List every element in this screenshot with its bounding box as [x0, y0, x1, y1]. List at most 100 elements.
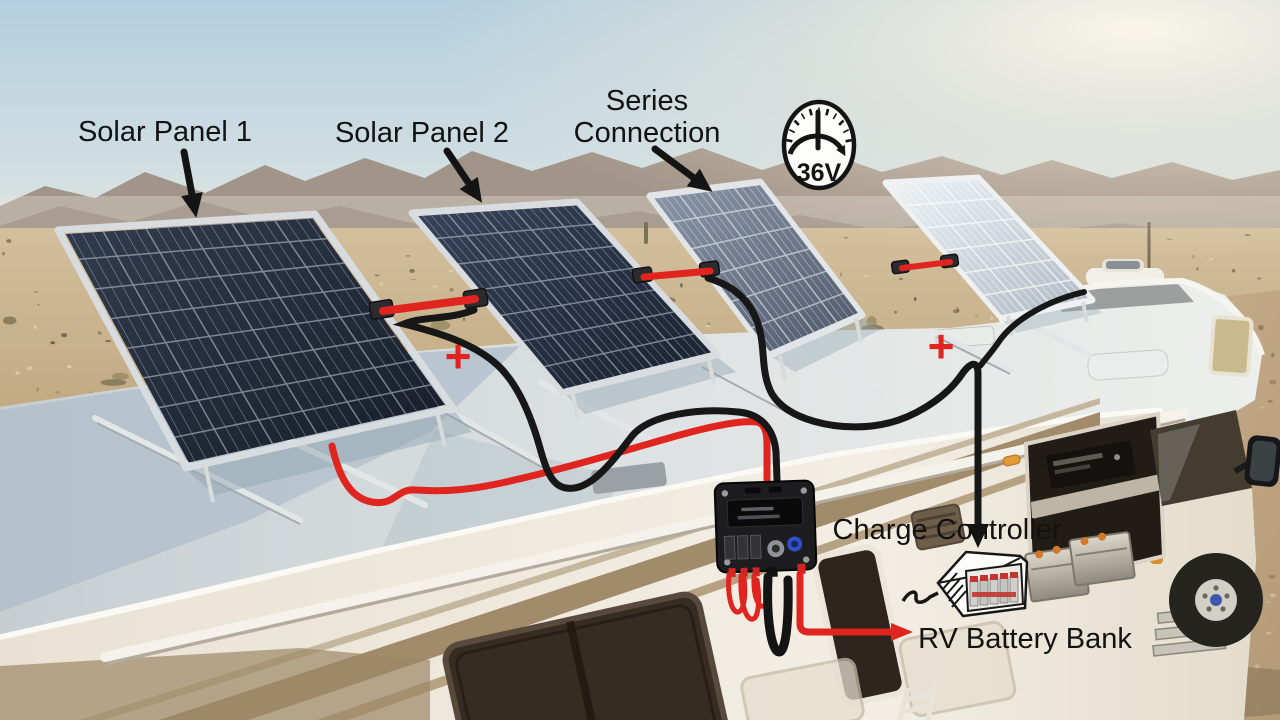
gauge-reading: 36V [797, 159, 842, 187]
label-charge-controller: Charge Controller [833, 514, 1062, 546]
windshield-reflection [1158, 424, 1200, 502]
panel-frame [408, 198, 721, 397]
label-solar-panel-1: Solar Panel 1 [78, 116, 252, 148]
panel-grid [68, 218, 443, 463]
panel-grid-line [428, 211, 579, 389]
roof-ac-shroud [1087, 349, 1169, 381]
panel-cells [654, 185, 858, 352]
panel-grid-line [420, 212, 571, 389]
gravel-speckle [1254, 664, 1260, 670]
voltage-gauge-icon: 36V [781, 99, 857, 191]
side-mirror [1233, 435, 1280, 487]
panel-grid-line [963, 258, 1055, 274]
panel-grid-line [749, 292, 846, 330]
gauge-tick [793, 119, 800, 126]
front-cap-stripe [0, 648, 430, 720]
panel-grid-line [510, 205, 656, 371]
wire-black-to-battery-arrow [704, 274, 989, 548]
label-rv-battery-bank: RV Battery Bank [918, 623, 1132, 655]
cabover-window [1208, 315, 1254, 377]
panel-grid-line [461, 209, 610, 382]
gauge-sweep-arc [787, 133, 846, 157]
panel-grid-line [519, 310, 678, 343]
panel-grid [656, 185, 857, 352]
wire-black-panel2-to-controller [392, 306, 781, 492]
gauge-tick [842, 128, 850, 134]
panel-grid-line [502, 206, 648, 373]
side-window [442, 591, 734, 720]
arrow-to-panel-2 [443, 147, 483, 203]
panel-grid-line [153, 358, 419, 410]
awning-roller [100, 408, 1190, 662]
panel-grid-line [444, 210, 595, 386]
label-series-line2: Connection [574, 117, 721, 149]
gravel-speckle [1256, 706, 1260, 712]
panel-grid-line [689, 225, 795, 250]
front-wheel [1169, 553, 1263, 647]
panel-grid-line [552, 205, 695, 361]
gravel-speckle [1269, 379, 1277, 385]
panel-grid-line [169, 383, 436, 439]
battery-wire-squiggle [901, 590, 939, 604]
panel-grid-line [924, 217, 1017, 229]
arrow-to-panel-1 [180, 148, 203, 218]
gauge-ticks [786, 107, 852, 143]
wire-red-series-links [379, 259, 953, 315]
storage-compartment [1023, 411, 1167, 603]
roof-vent-gray [591, 462, 667, 494]
panel-grid-line [709, 247, 812, 277]
panel-cast-shadows [186, 302, 1102, 495]
panel-grid-line [89, 261, 350, 291]
battery-bank-illustration [901, 550, 1029, 618]
gauge-tick [808, 108, 813, 116]
panel-frame [646, 178, 866, 359]
panel-grid-line [943, 238, 1036, 252]
panel-grid-line [982, 278, 1074, 297]
controller-wire-loops [726, 571, 793, 657]
solar-panel-1 [54, 210, 457, 472]
label-series-line1: Series [606, 85, 688, 117]
panel-frame [54, 210, 457, 472]
gauge-tick [825, 108, 830, 116]
panel-grid [420, 205, 710, 389]
panel-grid-line [73, 237, 333, 261]
solar-panel-3 [646, 178, 866, 359]
panel-grid-line [535, 205, 679, 365]
panel-cells [418, 205, 712, 389]
panel-grid-line [541, 332, 698, 369]
gravel-speckle [1265, 631, 1272, 635]
gravel-speckle [1270, 593, 1276, 598]
panel-grid [892, 180, 1086, 316]
panel-grid-line [433, 223, 598, 240]
panel-grid-line [560, 205, 702, 360]
compartment-electronics [1045, 440, 1137, 490]
arrow-to-series-connection [651, 145, 713, 192]
panel-cells [890, 180, 1088, 316]
gravel-speckle [1266, 600, 1271, 604]
panel-grid-line [137, 334, 402, 380]
controller-display [726, 497, 804, 528]
gauge-tick [845, 138, 852, 143]
side-grille-vent [910, 503, 966, 551]
gauge-tick [786, 138, 793, 143]
gauge-tick [788, 128, 796, 134]
callout-arrows [180, 145, 713, 218]
gravel-speckle [1268, 575, 1276, 579]
panel-grid-line [436, 211, 587, 388]
cab-front [1150, 315, 1280, 657]
gravel-speckle [1271, 353, 1275, 358]
gauge-tick [838, 119, 845, 126]
panel-grid-line [527, 205, 672, 367]
panel-grid-line [476, 266, 638, 291]
label-solar-panel-2: Solar Panel 2 [335, 117, 509, 149]
panel-legs [203, 301, 1089, 503]
wire-black-panel4-branch [977, 289, 1087, 369]
panel-grid-line [469, 208, 618, 380]
wire-red-main [328, 418, 771, 507]
solar-panel-4 [882, 174, 1096, 322]
panel-grid-line [453, 210, 602, 384]
panel-grid-line [905, 197, 998, 207]
panel-grid-line [486, 207, 633, 377]
